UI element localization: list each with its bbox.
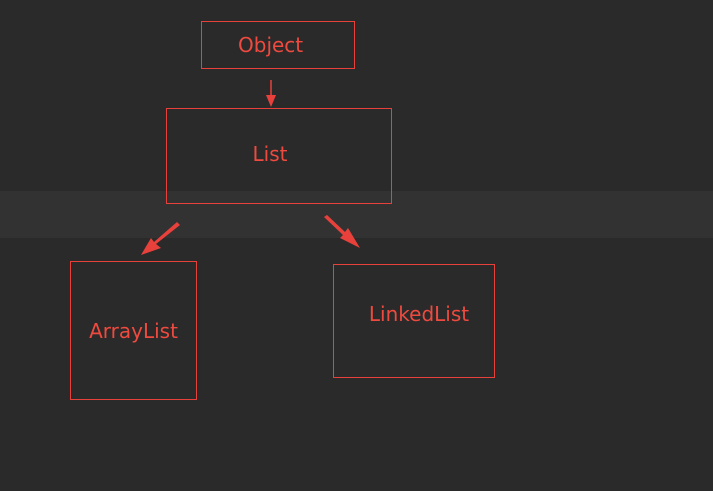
node-list-label: List	[252, 142, 288, 166]
arrow-list-to-linkedlist	[324, 215, 360, 248]
arrow-object-to-list	[266, 80, 276, 107]
arrow-list-to-arraylist	[141, 222, 180, 255]
node-object: Object	[201, 21, 355, 69]
node-linkedlist: LinkedList	[333, 264, 495, 378]
node-object-label: Object	[238, 33, 304, 57]
node-arraylist-label: ArrayList	[89, 318, 178, 343]
highlight-band	[0, 191, 713, 238]
node-arraylist: ArrayList	[70, 261, 197, 400]
node-linkedlist-label: LinkedList	[368, 302, 470, 326]
node-list: List	[166, 108, 392, 204]
